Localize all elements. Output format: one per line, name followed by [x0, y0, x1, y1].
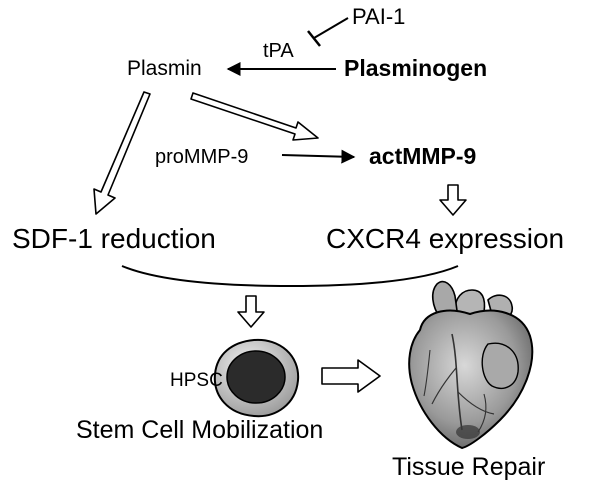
plasmin-to-mmp9-hollow-arrow [190, 92, 319, 141]
pai1-inhibition-bar [307, 30, 321, 47]
tpa-label: tPA [263, 40, 294, 62]
pai1-label: PAI-1 [352, 4, 406, 29]
plasminogen-label: Plasminogen [344, 55, 488, 81]
plasmin-to-sdf1-hollow-arrow [93, 91, 151, 215]
repair-label: Tissue Repair [392, 453, 546, 481]
mobilization-label: Stem Cell Mobilization [76, 416, 324, 444]
heart-icon [408, 280, 534, 450]
sdf1-label: SDF-1 reduction [12, 223, 216, 254]
prommp9-to-actmmp9-arrow [281, 149, 356, 164]
actmmp9-label: actMMP-9 [369, 143, 477, 169]
hpsc-label: HPSC [170, 370, 223, 391]
combine-bracket [121, 265, 459, 288]
cxcr4-label: CXCR4 expression [326, 223, 565, 254]
plasmin-label: Plasmin [127, 57, 202, 80]
prommp9-label: proMMP-9 [155, 146, 249, 168]
mmp9-to-cxcr4-hollow-arrow [439, 184, 467, 216]
to-mobilization-hollow-arrow [237, 295, 265, 328]
to-repair-hollow-arrow [321, 359, 381, 393]
pai1-inhibition-line [313, 17, 349, 39]
stem-cell-icon [213, 338, 300, 418]
